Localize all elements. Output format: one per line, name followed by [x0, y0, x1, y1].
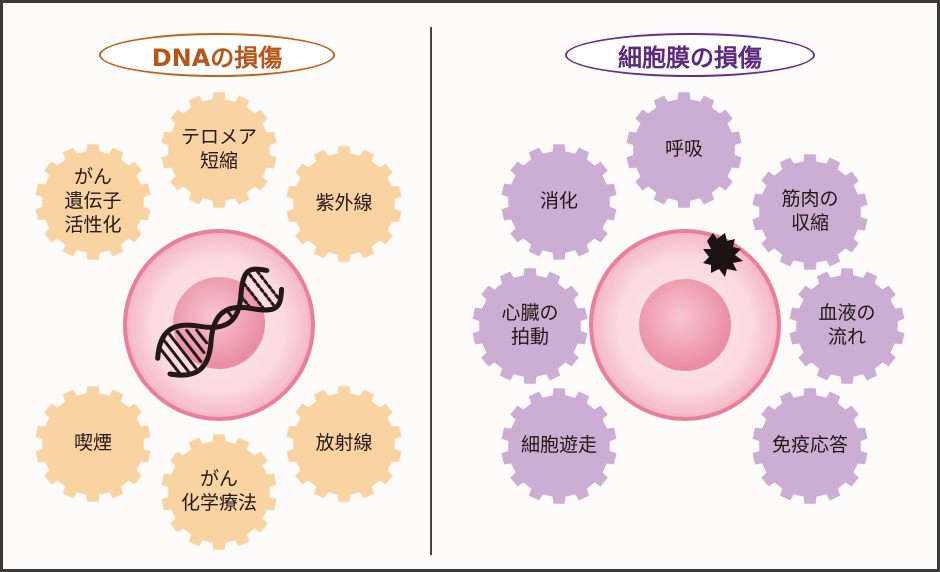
- membrane-cause-gear: 心臓の 拍動: [471, 267, 589, 385]
- membrane-cause-gear: 免疫応答: [751, 387, 869, 505]
- membrane-damage-title: 細胞膜の損傷: [565, 33, 815, 77]
- gear-icon: [752, 388, 868, 504]
- gear-icon: [501, 144, 617, 260]
- dna-double-helix-icon: [155, 266, 285, 378]
- gear-icon: [286, 146, 402, 262]
- dna-cause-gear: テロメア 短縮: [160, 91, 278, 209]
- cell-nucleus: [639, 279, 731, 371]
- cause-label: 放射線: [315, 432, 373, 455]
- gear-icon: [161, 92, 277, 208]
- dna-cause-gear: がん 化学療法: [160, 433, 278, 551]
- gear-icon: [752, 154, 868, 270]
- cause-label: 筋肉の 収縮: [781, 188, 839, 234]
- gear-icon: [626, 92, 742, 208]
- cause-label: 消化: [539, 190, 578, 213]
- gear-icon: [789, 268, 905, 384]
- membrane-cause-gear: 細胞遊走: [500, 387, 618, 505]
- gear-icon: [472, 268, 588, 384]
- gear-icon: [286, 386, 402, 502]
- gear-icon: [35, 144, 151, 260]
- membrane-cause-gear: 消化: [500, 143, 618, 261]
- gear-icon: [161, 434, 277, 550]
- cause-label: 呼吸: [664, 138, 703, 161]
- cause-label: 紫外線: [315, 192, 373, 215]
- membrane-cell: [587, 227, 783, 423]
- cause-label: 喫煙: [73, 432, 112, 455]
- membrane-rupture-icon: [703, 233, 743, 277]
- cause-label: 心臓の 拍動: [501, 302, 559, 348]
- membrane-cause-gear: 血液の 流れ: [788, 267, 906, 385]
- dna-cell: [121, 227, 317, 423]
- membrane-cause-gear: 筋肉の 収縮: [751, 153, 869, 271]
- cause-label: 免疫応答: [771, 434, 848, 457]
- gear-icon: [501, 388, 617, 504]
- cause-label: 血液の 流れ: [818, 302, 876, 348]
- cause-label: 細胞遊走: [520, 434, 597, 457]
- dna-cause-gear: 喫煙: [34, 385, 152, 503]
- membrane-cause-gear: 呼吸: [625, 91, 743, 209]
- dna-cause-gear: がん 遺伝子 活性化: [34, 143, 152, 261]
- cause-label: がん 化学療法: [180, 468, 257, 514]
- cause-label: テロメア 短縮: [180, 126, 257, 172]
- dna-cause-gear: 放射線: [285, 385, 403, 503]
- dna-cause-gear: 紫外線: [285, 145, 403, 263]
- panel-divider: [430, 27, 432, 555]
- cause-label: がん 遺伝子 活性化: [64, 166, 122, 236]
- dna-damage-title: DNAの損傷: [99, 33, 335, 77]
- gear-icon: [35, 386, 151, 502]
